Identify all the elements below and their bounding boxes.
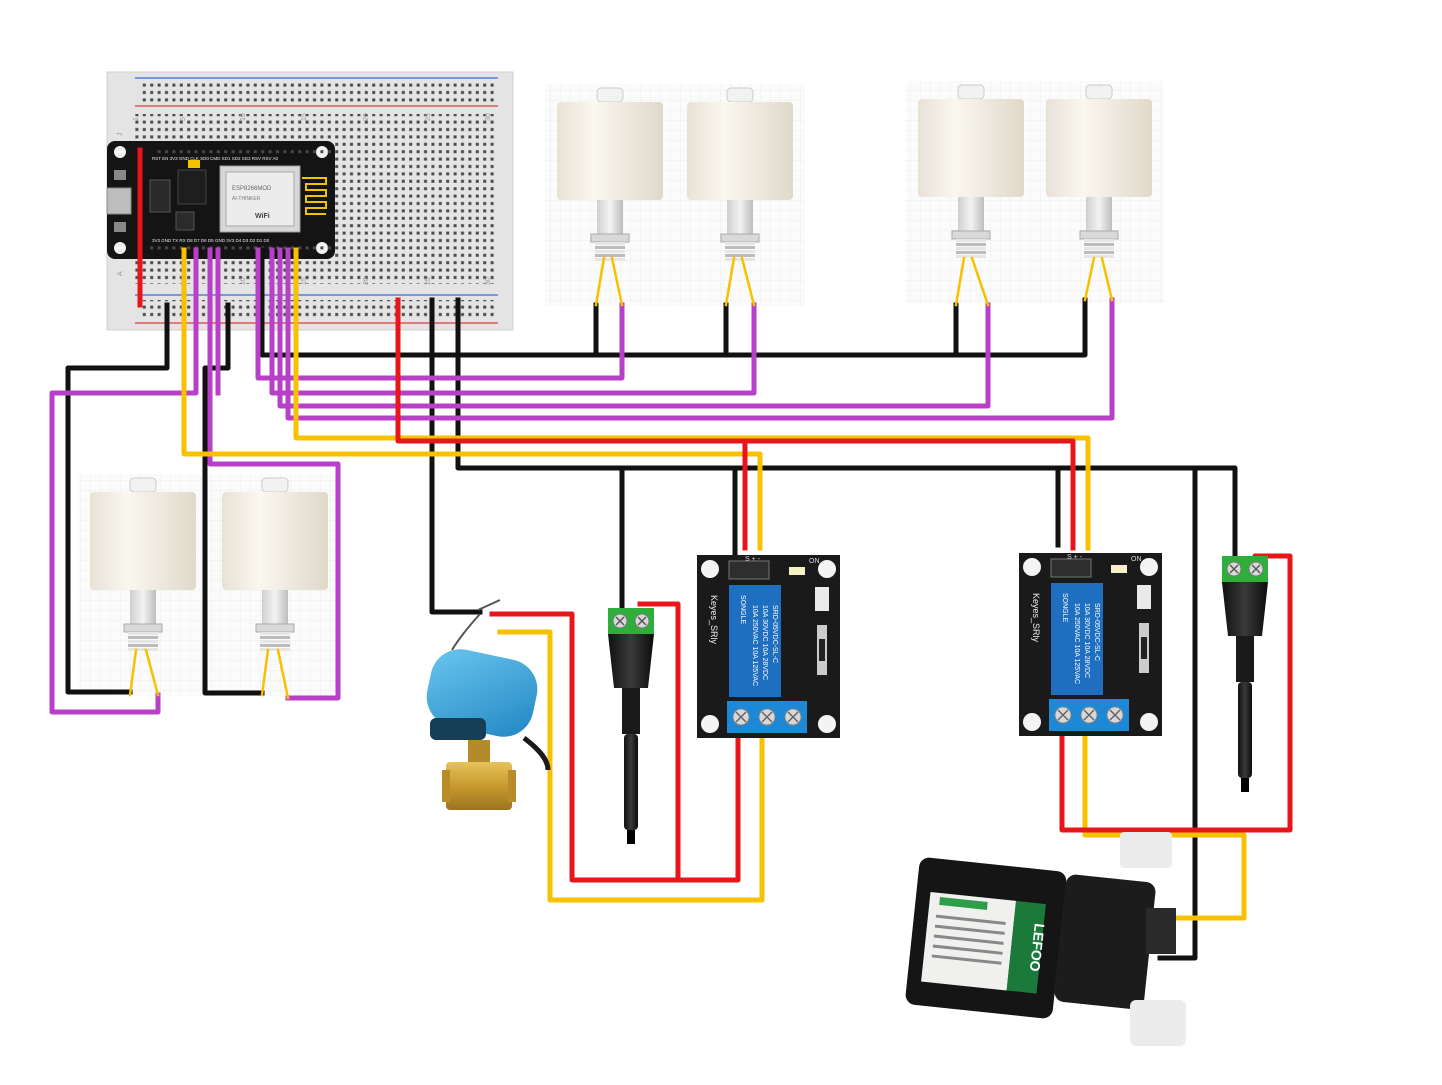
diaphragm-pump-icon: LEFOO — [905, 832, 1186, 1046]
wires — [49, 147, 1293, 961]
wire-black-left-float-b — [202, 302, 265, 696]
wire-purple-float3 — [277, 247, 991, 409]
relay-rating-2: 10A 30VDC 10A 28VDC — [1083, 603, 1090, 678]
wire-purple-float1 — [255, 247, 625, 381]
relay-maker: SONGLE — [739, 595, 746, 625]
wire-purple-left-a — [49, 247, 199, 715]
pump-brand: LEFOO — [1027, 923, 1048, 973]
wire-black-bus-top — [259, 247, 1088, 358]
bb-col-20: 20 — [363, 113, 370, 121]
bb-row-a: A — [117, 271, 124, 276]
bb-col-30-b: 30 — [485, 277, 492, 285]
float-switch-icon — [545, 84, 675, 306]
wire-yellow-relay2 — [293, 247, 1091, 551]
float-switch-icon — [675, 84, 805, 306]
wire-red-jack1 — [637, 601, 681, 883]
mcu-module-brand: AI-THINKER — [232, 196, 261, 202]
relay-coil-text: SRD-05VDC-SL-C — [1093, 603, 1100, 661]
bb-col-15-b: 15 — [301, 277, 308, 285]
relay-header-labels: S + - — [745, 556, 761, 563]
bb-col-10: 10 — [240, 113, 247, 121]
relay-rating-2: 10A 30VDC 10A 28VDC — [761, 605, 768, 680]
float-switch-icon — [1034, 81, 1164, 303]
wire-black-pump — [1157, 465, 1198, 961]
relay-led-label: ON — [809, 558, 820, 565]
wire-yellow-valve — [497, 629, 765, 903]
relay-maker: SONGLE — [1061, 593, 1068, 623]
bb-col-10-b: 10 — [240, 277, 247, 285]
bb-col-5: 5 — [180, 117, 187, 121]
wire-purple-float2 — [269, 247, 757, 396]
bb-row-j: J — [117, 133, 124, 137]
relay-brand: Keyes_SRly — [1031, 593, 1041, 643]
relay-led-label: ON — [1131, 556, 1142, 563]
bb-col-1: 1 — [133, 117, 140, 121]
wire-purple-left-b — [207, 247, 341, 701]
wire-yellow-pump — [1082, 717, 1247, 921]
motorized-ball-valve-icon — [426, 599, 551, 810]
relay-rating-1: 10A 250VAC 10A 125VAC — [751, 605, 758, 686]
esp8266-nodemcu-icon: ESP8266MOD AI-THINKER WiFi RST EN 3V3 GN… — [106, 141, 335, 259]
relay-brand: Keyes_SRly — [709, 595, 719, 645]
float-switch-icon — [78, 474, 208, 696]
mcu-module-text: ESP8266MOD — [232, 186, 272, 192]
wire-purple-float4 — [285, 247, 1115, 421]
wire-red-bus — [395, 297, 1076, 551]
bb-col-20-b: 20 — [363, 277, 370, 285]
relay-rating-1: 10A 250VAC 10A 125VAC — [1073, 603, 1080, 684]
bb-col-25-b: 25 — [425, 277, 432, 285]
wire-yellow-relay1 — [181, 247, 763, 551]
mcu-wifi-text: WiFi — [255, 213, 270, 220]
bb-col-25: 25 — [425, 113, 432, 121]
mcu-pin-bottom-labels: 3V3 GND TX RX D8 D7 D6 D5 GND 3V3 D4 D3 … — [152, 238, 270, 243]
float-switch-icon — [210, 474, 340, 696]
wire-black-left-float-a — [65, 302, 170, 695]
relay-header-labels: S + - — [1067, 554, 1083, 561]
bb-col-30: 30 — [485, 113, 492, 121]
dc-barrel-jack-icon: ⊖⊕ — [608, 608, 654, 844]
bb-col-15: 15 — [301, 113, 308, 121]
wire-black-bus-bottom — [455, 297, 1238, 563]
dc-barrel-jack-icon: ⊖⊕ — [1222, 556, 1268, 792]
float-switch-icon — [906, 81, 1036, 303]
relay-coil-text: SRD-05VDC-SL-C — [771, 605, 778, 663]
wire-red-valve — [489, 611, 741, 883]
mcu-pin-top-labels: RST EN 3V3 GND CLK SD0 CMD SD1 SD2 SD3 R… — [152, 156, 278, 161]
